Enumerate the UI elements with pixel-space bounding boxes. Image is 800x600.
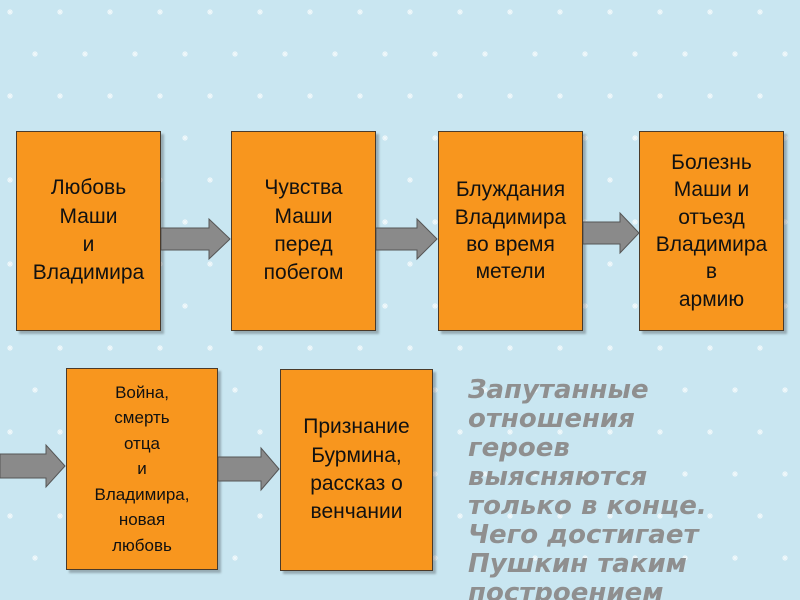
- event-box-war-and-new-love: Война, смерть отца и Владимира, новая лю…: [66, 368, 218, 570]
- event-box-feelings-before-escape: Чувства Маши перед побегом: [231, 131, 376, 331]
- event-label-wandering: Блуждания Владимира во время метели: [454, 178, 567, 284]
- event-label-war: Война, смерть отца и Владимира, новая лю…: [94, 382, 190, 555]
- event-box-wandering-in-blizzard: Блуждания Владимира во время метели: [438, 131, 583, 331]
- event-label-love: Любовь Маши и Владимира: [32, 176, 145, 285]
- event-label-confession: Признание Бурмина, рассказ о венчании: [303, 415, 410, 524]
- event-box-illness-and-departure: Болезнь Маши и отъезд Владимира в армию: [639, 131, 784, 331]
- event-label-feelings: Чувства Маши перед побегом: [263, 176, 344, 285]
- event-label-illness: Болезнь Маши и отъезд Владимира в армию: [655, 151, 768, 311]
- arrow-right-icon: [161, 217, 231, 261]
- arrow-right-icon: [0, 443, 66, 489]
- conclusion-note: Запутанные отношения героев выясняются т…: [468, 376, 707, 600]
- arrow-right-icon: [218, 446, 280, 492]
- event-box-love: Любовь Маши и Владимира: [16, 131, 161, 331]
- arrow-right-icon: [583, 211, 640, 255]
- event-box-burmin-confession: Признание Бурмина, рассказ о венчании: [280, 369, 433, 571]
- arrow-right-icon: [376, 217, 438, 261]
